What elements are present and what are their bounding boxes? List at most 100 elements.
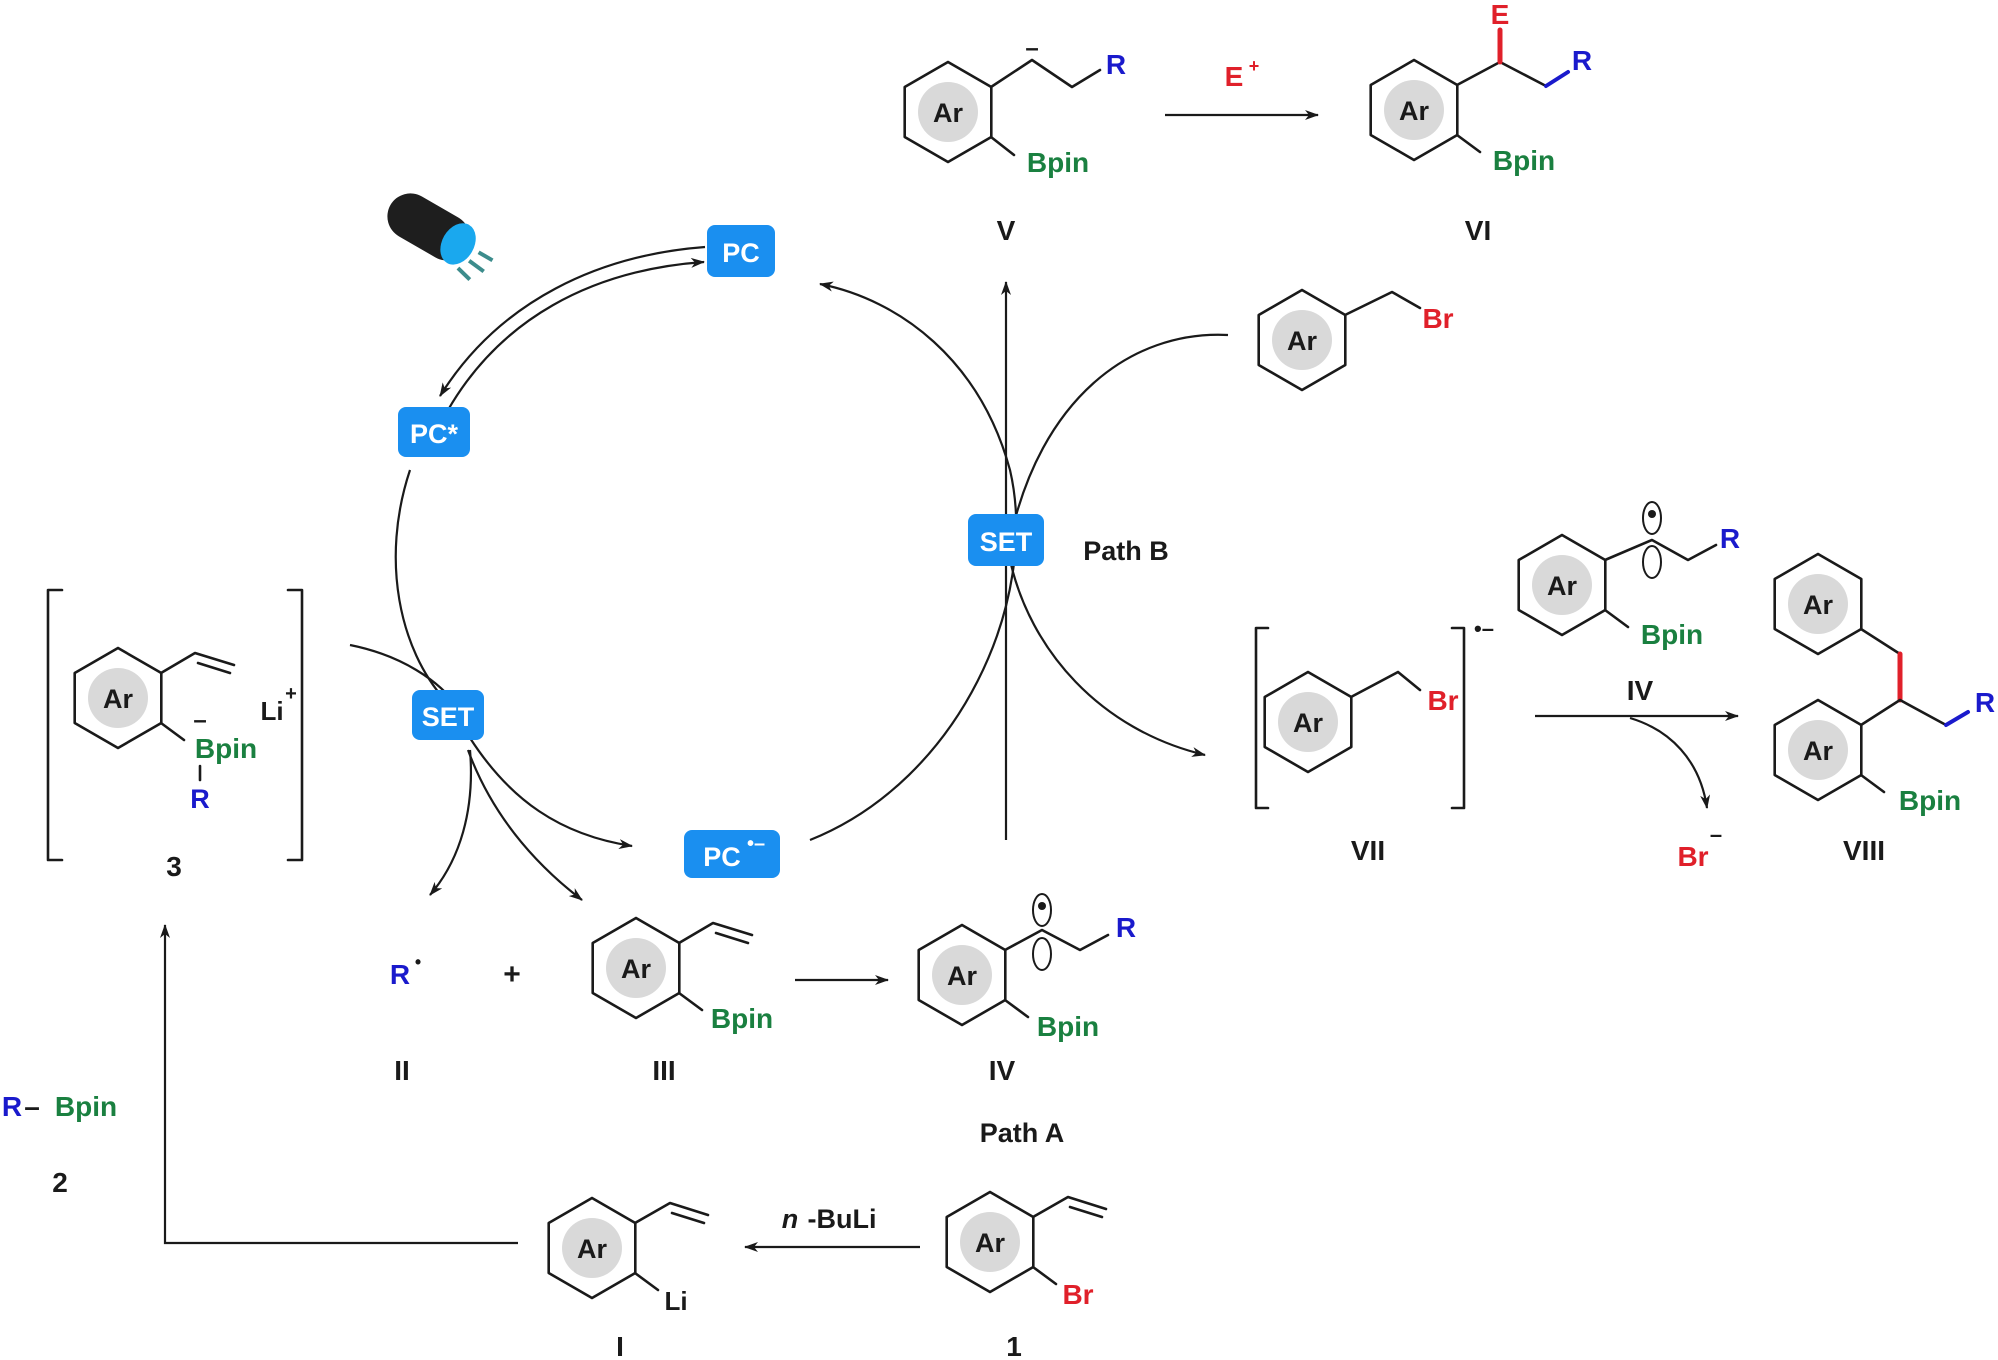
svg-text:PC: PC — [703, 842, 741, 872]
compound-1-aryl-bromide: Ar Br 1 — [945, 1190, 1108, 1360]
compound-III: Ar Bpin III — [591, 916, 773, 1086]
n-buli-reagent: n -BuLi — [782, 1204, 877, 1234]
svg-text:R: R — [1106, 49, 1126, 80]
svg-text:2: 2 — [52, 1167, 68, 1198]
svg-text:SET: SET — [980, 527, 1033, 557]
svg-text:SET: SET — [422, 702, 475, 732]
svg-text:Ar: Ar — [1803, 590, 1833, 620]
svg-text:n: n — [782, 1204, 799, 1234]
set-badge-path-b: SET — [968, 514, 1044, 566]
svg-text:–: – — [193, 707, 206, 734]
svg-text:R: R — [1975, 687, 1995, 718]
compound-IV-path-b: Ar R Bpin — [1517, 501, 1740, 650]
arrow-set-to-radical — [429, 749, 473, 896]
arrow-set-to-iii — [466, 749, 583, 901]
svg-text:+: + — [503, 958, 521, 991]
svg-text:+: + — [1249, 56, 1260, 76]
path-b-label: Path B — [1083, 536, 1169, 566]
svg-text:–: – — [1710, 822, 1722, 847]
arrow-pc-to-pcstar — [439, 245, 706, 397]
svg-text:Bpin: Bpin — [55, 1091, 117, 1122]
svg-text:R: R — [190, 784, 210, 814]
svg-text:1: 1 — [1006, 1331, 1022, 1360]
electrophile-label: E + — [1225, 56, 1260, 92]
svg-text:•–: •– — [1474, 616, 1494, 641]
svg-text:-BuLi: -BuLi — [808, 1204, 877, 1234]
arrow-set-to-vii — [1008, 559, 1206, 757]
svg-text:I: I — [616, 1331, 624, 1360]
svg-text:PC: PC — [722, 238, 760, 268]
svg-text:Li: Li — [664, 1286, 687, 1316]
svg-text:Ar: Ar — [933, 98, 963, 128]
compound-II-radical: R • + II — [390, 952, 521, 1086]
svg-text:Bpin: Bpin — [1037, 1011, 1099, 1042]
svg-text:Ar: Ar — [947, 961, 977, 991]
svg-text:V: V — [997, 215, 1016, 246]
svg-text:E: E — [1491, 0, 1510, 30]
svg-text:R: R — [390, 959, 410, 990]
arrow-excitation-back — [447, 257, 705, 411]
svg-text:Ar: Ar — [103, 684, 133, 714]
svg-text:Ar: Ar — [975, 1228, 1005, 1258]
arrow-I-to-3 — [160, 924, 518, 1245]
arrow-pc-minus-to-pc — [809, 281, 1018, 842]
arrow-bromide-release — [1629, 716, 1711, 809]
svg-text:R: R — [1720, 523, 1740, 554]
svg-text:Bpin: Bpin — [195, 733, 257, 764]
compound-VI: Ar E R Bpin VI — [1369, 0, 1592, 246]
benzyl-bromide: Ar Br — [1257, 288, 1454, 392]
iv-reagent-label: IV — [1627, 675, 1654, 706]
svg-text:Li: Li — [260, 696, 283, 726]
compound-VIII: Ar Ar R Bpin VIII — [1773, 552, 1995, 866]
svg-text:Path A: Path A — [980, 1118, 1065, 1148]
svg-text:Ar: Ar — [1399, 96, 1429, 126]
svg-text:VI: VI — [1465, 215, 1491, 246]
svg-text:R: R — [1572, 45, 1592, 76]
compound-V-carbanion: Ar – R Bpin V — [903, 35, 1126, 246]
svg-text:Ar: Ar — [1547, 571, 1577, 601]
compound-I-aryllithium: Ar Li I — [547, 1196, 710, 1360]
svg-text:Br: Br — [1427, 685, 1458, 716]
compound-3-borate: Ar – Bpin R Li + 3 — [46, 588, 304, 882]
bromide-anion: Br – — [1677, 822, 1722, 872]
pc-badge: PC — [707, 225, 775, 277]
light-source-icon — [387, 193, 494, 282]
arrow-benzyl-bromide-to-set — [1008, 333, 1229, 541]
svg-text:•: • — [415, 952, 421, 972]
pc-excited-badge: PC* — [398, 407, 470, 457]
svg-text:Bpin: Bpin — [1493, 145, 1555, 176]
svg-text:Br: Br — [1062, 1279, 1093, 1310]
svg-text:+: + — [285, 683, 297, 705]
svg-text:Ar: Ar — [1803, 736, 1833, 766]
pc-radical-anion-badge: PC •– — [684, 830, 780, 878]
svg-text:3: 3 — [166, 851, 182, 882]
svg-text:Bpin: Bpin — [1641, 619, 1703, 650]
svg-text:–: – — [24, 1091, 40, 1122]
svg-text:Bpin: Bpin — [1027, 147, 1089, 178]
svg-text:IV: IV — [989, 1055, 1016, 1086]
arrow-set-to-pc-minus — [469, 737, 633, 849]
compound-2-r-bpin: R – Bpin 2 — [2, 1091, 117, 1198]
svg-text:E: E — [1225, 61, 1244, 92]
compound-VII-radical-anion: Ar Br •– VII — [1254, 616, 1494, 866]
arrow-pcstar-to-set — [394, 469, 446, 701]
svg-text:Bpin: Bpin — [711, 1003, 773, 1034]
svg-text:PC*: PC* — [410, 419, 459, 449]
set-badge-initiation: SET — [412, 690, 484, 740]
svg-text:Br: Br — [1677, 841, 1708, 872]
svg-text:Ar: Ar — [1287, 326, 1317, 356]
svg-text:Br: Br — [1422, 303, 1453, 334]
svg-text:Ar: Ar — [1293, 708, 1323, 738]
compound-IV-path-a: Ar R Bpin IV Path A — [917, 893, 1136, 1148]
svg-text:II: II — [394, 1055, 410, 1086]
svg-text:Ar: Ar — [621, 954, 651, 984]
svg-text:R: R — [1116, 912, 1136, 943]
svg-text:•–: •– — [747, 833, 765, 855]
svg-text:Ar: Ar — [577, 1234, 607, 1264]
svg-text:R: R — [2, 1091, 22, 1122]
svg-text:III: III — [652, 1055, 675, 1086]
svg-text:Bpin: Bpin — [1899, 785, 1961, 816]
svg-text:VII: VII — [1351, 835, 1385, 866]
svg-text:–: – — [1025, 35, 1038, 62]
